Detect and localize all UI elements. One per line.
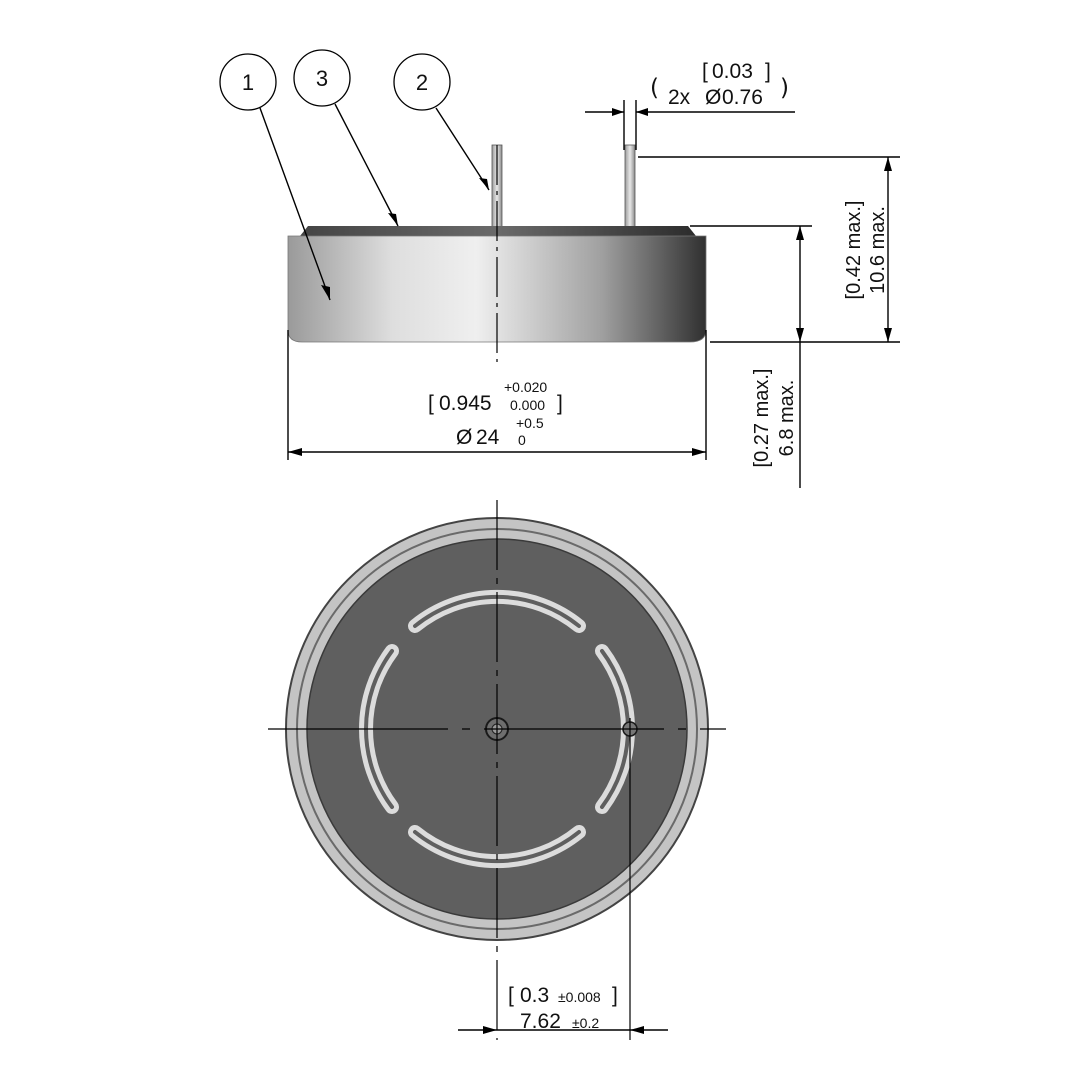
pin-diameter-inch: 0.03	[712, 60, 753, 83]
callout-2: 2	[393, 53, 490, 191]
svg-text:]: ]	[557, 392, 563, 415]
diameter-inch-tol-upper: +0.020	[504, 379, 547, 395]
body-height-mm: 6.8 max.	[776, 380, 798, 457]
svg-text:(: (	[650, 75, 659, 101]
pin-diameter-dimension: ( ) [ 0.03 ] 2x Ø 0.76	[585, 60, 795, 150]
pin-offset-mm: 7.62	[520, 1010, 561, 1033]
pin-diameter-prefix: 2x	[668, 86, 691, 109]
diameter-inch: 0.945	[439, 392, 492, 415]
diameter-symbol: Ø	[456, 426, 472, 449]
pin-offset-dimension: [ 0.3 ±0.008 ] 7.62 ±0.2	[458, 984, 668, 1034]
pin-diameter-symbol: Ø	[705, 86, 721, 109]
side-view	[287, 144, 707, 362]
lid-part-3	[300, 226, 696, 236]
svg-text:): )	[780, 75, 789, 101]
svg-text:[: [	[508, 984, 514, 1007]
pin-diameter-mm: 0.76	[722, 86, 763, 109]
svg-text:]: ]	[612, 984, 618, 1007]
svg-text:[: [	[702, 60, 708, 83]
diameter-inch-tol-lower: 0.000	[510, 397, 545, 413]
diameter-mm: 24	[476, 426, 500, 449]
pin-right	[624, 144, 636, 228]
callout-1-label: 1	[242, 70, 254, 95]
total-height-inch: 0.42 max.	[843, 206, 865, 294]
pin-offset-inch: 0.3	[520, 984, 549, 1007]
svg-text:[0.27 max.]: [0.27 max.]	[751, 369, 773, 468]
svg-text:[0.42 max.]: [0.42 max.]	[843, 201, 865, 300]
diameter-mm-tol-lower: 0	[518, 432, 526, 448]
body-height-dimension: [0.27 max.] 6.8 max.	[690, 225, 812, 488]
total-height-dimension: [0.42 max.] 10.6 max.	[638, 156, 900, 343]
callout-3: 3	[293, 49, 399, 227]
callout-2-label: 2	[416, 70, 428, 95]
total-height-mm: 10.6 max.	[867, 206, 889, 294]
callout-3-label: 3	[316, 66, 328, 91]
svg-text:]: ]	[765, 60, 771, 83]
svg-text:[: [	[428, 392, 434, 415]
bottom-view	[268, 500, 726, 1040]
pin-offset-inch-tol: ±0.008	[558, 989, 601, 1005]
pin-offset-mm-tol: ±0.2	[572, 1015, 599, 1031]
body-height-inch: 0.27 max.	[751, 374, 773, 462]
diameter-mm-tol-upper: +0.5	[516, 415, 544, 431]
diameter-dimension: [ 0.945 +0.020 0.000 ] Ø 24 +0.5 0	[287, 330, 707, 460]
slot-bottom	[408, 825, 586, 869]
callout-1: 1	[219, 53, 331, 301]
